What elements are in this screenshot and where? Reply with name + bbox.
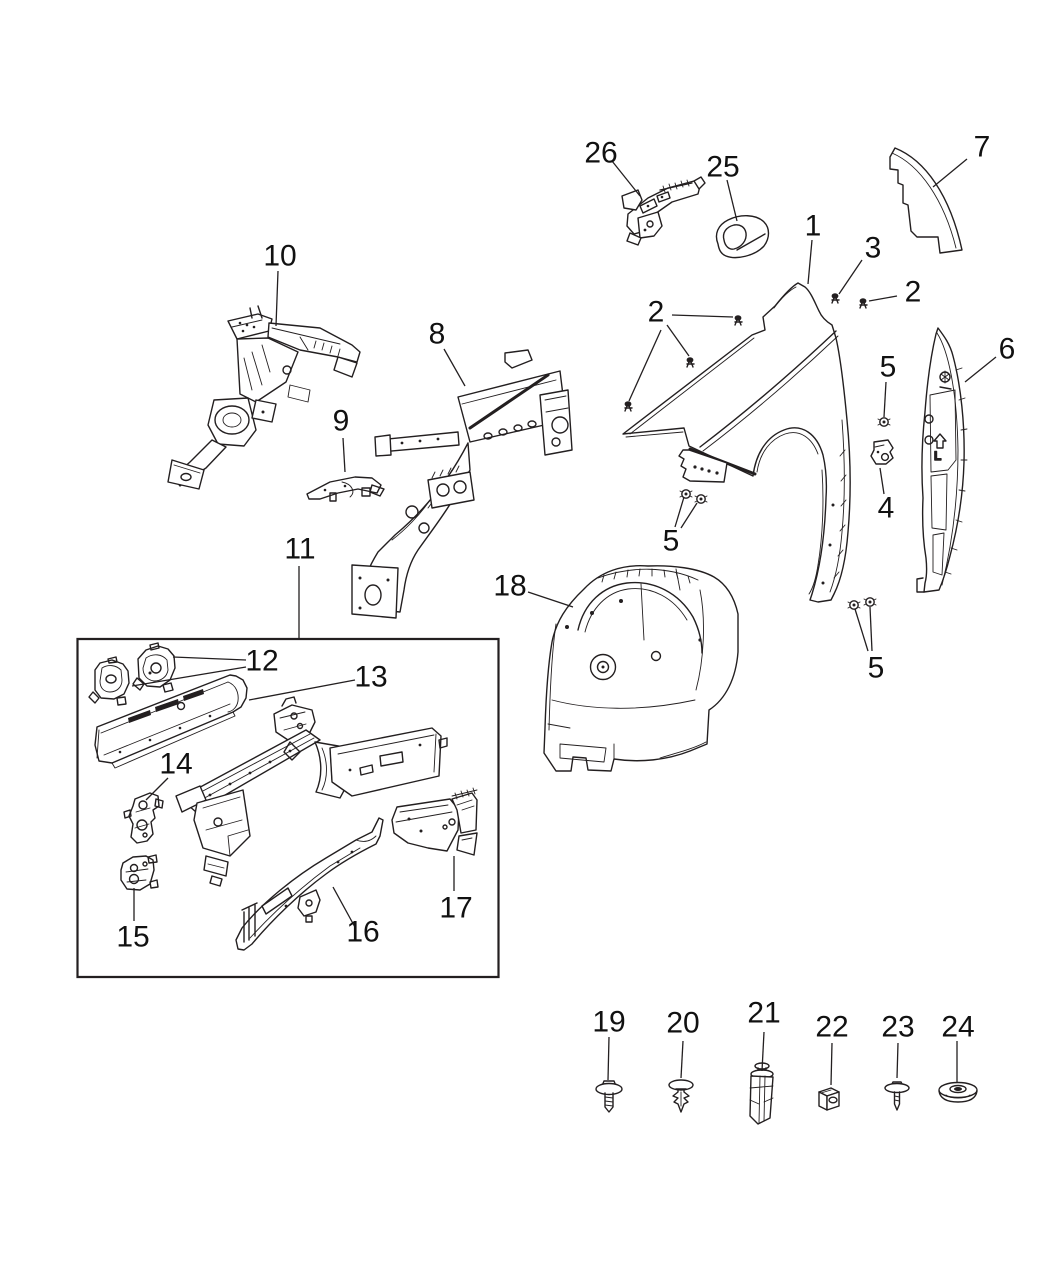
callout-label-14: 14: [159, 748, 192, 781]
leader-line: [612, 161, 640, 196]
leader-line: [528, 592, 573, 607]
part-20-push-pin: [669, 1080, 693, 1112]
part-15-bracket: [121, 855, 158, 890]
callout-label-21: 21: [747, 997, 780, 1030]
callout-label-17: 17: [439, 892, 472, 925]
leader-line: [884, 382, 886, 417]
part-8-rail-assembly: [352, 350, 572, 618]
leader-line: [629, 330, 661, 401]
leader-lines-layer: [132, 159, 996, 1085]
callout-label-1: 1: [805, 210, 822, 243]
leader-line: [444, 349, 465, 386]
callout-label-7: 7: [974, 131, 991, 164]
leader-line: [839, 260, 862, 294]
leader-line: [173, 657, 246, 660]
callout-label-3: 3: [865, 232, 882, 265]
callout-label-10: 10: [263, 240, 296, 273]
leader-line: [897, 1043, 898, 1078]
part-2-clip: [860, 298, 867, 308]
callout-label-25: 25: [706, 151, 739, 184]
leader-line: [146, 778, 168, 800]
part-6-support: L: [917, 328, 967, 592]
part-9-bracket: [307, 477, 384, 501]
part-5-nut: [878, 418, 890, 426]
callout-label-11: 11: [284, 533, 315, 566]
leader-line: [855, 609, 868, 651]
part-24-nut: [939, 1083, 977, 1103]
callout-label-5c: 5: [868, 652, 885, 685]
callout-label-4: 4: [878, 492, 895, 525]
callout-label-16: 16: [346, 916, 379, 949]
leader-line: [681, 503, 697, 528]
part-26-latch-assembly: [622, 177, 705, 245]
leader-line: [762, 1032, 764, 1071]
leader-line: [675, 497, 684, 527]
leader-line: [965, 357, 996, 382]
callout-label-15: 15: [116, 921, 149, 954]
callout-label-20: 20: [666, 1007, 699, 1040]
leader-line: [333, 887, 356, 929]
callout-label-24: 24: [941, 1011, 974, 1044]
leader-line: [831, 1043, 832, 1085]
leader-line: [727, 180, 737, 221]
part-5-nut: [680, 490, 692, 498]
part-18-wheelhouse-liner: [544, 566, 738, 771]
part-19-screw: [596, 1081, 622, 1112]
leader-line: [808, 240, 812, 284]
part-6-L-marking: L: [934, 449, 941, 463]
callout-label-26: 26: [584, 137, 617, 170]
frame-rail-assembly: [176, 697, 447, 886]
part-14-bracket: [124, 793, 163, 843]
part-12-bracket-right: [133, 643, 175, 692]
leader-line: [880, 468, 884, 494]
part-3-clip: [832, 293, 839, 303]
callout-label-23: 23: [881, 1011, 914, 1044]
callout-label-19: 19: [592, 1006, 625, 1039]
leader-line: [249, 680, 355, 700]
leader-line: [681, 1041, 683, 1078]
part-1-fender: [623, 283, 850, 602]
part-2-clip: [687, 357, 694, 367]
callout-label-12: 12: [245, 645, 278, 678]
part-23-screw: [885, 1082, 909, 1110]
part-25-bezel: [716, 216, 768, 258]
callout-label-5b: 5: [663, 525, 680, 558]
leader-line: [276, 271, 278, 326]
callout-label-22: 22: [815, 1011, 848, 1044]
part-13-upper-rail: [95, 675, 247, 768]
leader-line: [672, 315, 733, 317]
leader-line: [933, 159, 967, 187]
leader-line: [869, 296, 897, 301]
callout-label-8: 8: [429, 318, 446, 351]
leader-line: [132, 667, 246, 686]
callout-label-13: 13: [354, 661, 387, 694]
callout-label-2a: 2: [905, 276, 922, 309]
callout-label-2b: 2: [648, 296, 665, 329]
leader-line: [343, 438, 345, 472]
part-17-bracket: [392, 788, 477, 855]
callout-label-5a: 5: [880, 351, 897, 384]
part-5-nut: [864, 598, 876, 606]
callout-label-9: 9: [333, 405, 350, 438]
part-22-u-nut: [819, 1088, 839, 1110]
part-4-bracket: [871, 440, 893, 464]
callout-label-18: 18: [493, 570, 526, 603]
part-7-shield: [890, 148, 962, 253]
part-2-clip: [735, 315, 742, 325]
part-21-anchor: [750, 1063, 773, 1124]
part-5-nut: [695, 495, 707, 503]
part-11-group-box: [78, 639, 499, 977]
callout-label-6: 6: [999, 333, 1016, 366]
part-16-lower-rail: [236, 818, 383, 950]
part-10-apron-assembly: [168, 306, 360, 489]
part-2-clip: [625, 401, 632, 411]
part-5-nut: [848, 601, 860, 609]
leader-line: [870, 607, 872, 651]
part-12-bracket-left: [89, 657, 129, 705]
leader-line: [667, 325, 689, 356]
leader-line: [608, 1037, 609, 1080]
